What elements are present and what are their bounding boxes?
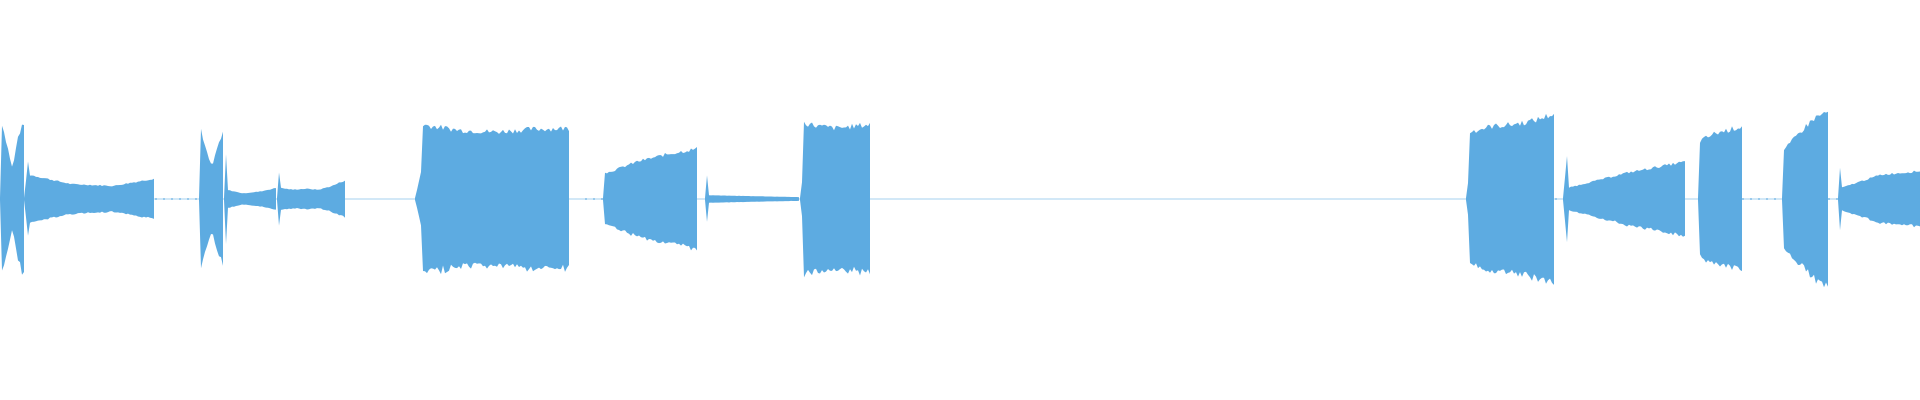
waveform-segment <box>0 124 24 275</box>
waveform-segment <box>199 128 223 269</box>
waveform-segment <box>1698 126 1742 272</box>
waveform-segment <box>277 172 345 226</box>
waveform-segment <box>800 121 870 278</box>
waveform-segments <box>0 111 1920 288</box>
waveform-segment <box>1782 111 1828 288</box>
waveform-segment <box>1563 156 1685 243</box>
waveform-segment <box>1838 167 1920 231</box>
waveform-segment <box>24 161 154 236</box>
waveform-segment <box>224 154 276 245</box>
waveform-segment <box>705 175 799 222</box>
waveform-segment <box>603 147 697 251</box>
waveform-segment <box>415 124 569 275</box>
waveform-segment <box>1466 113 1554 285</box>
